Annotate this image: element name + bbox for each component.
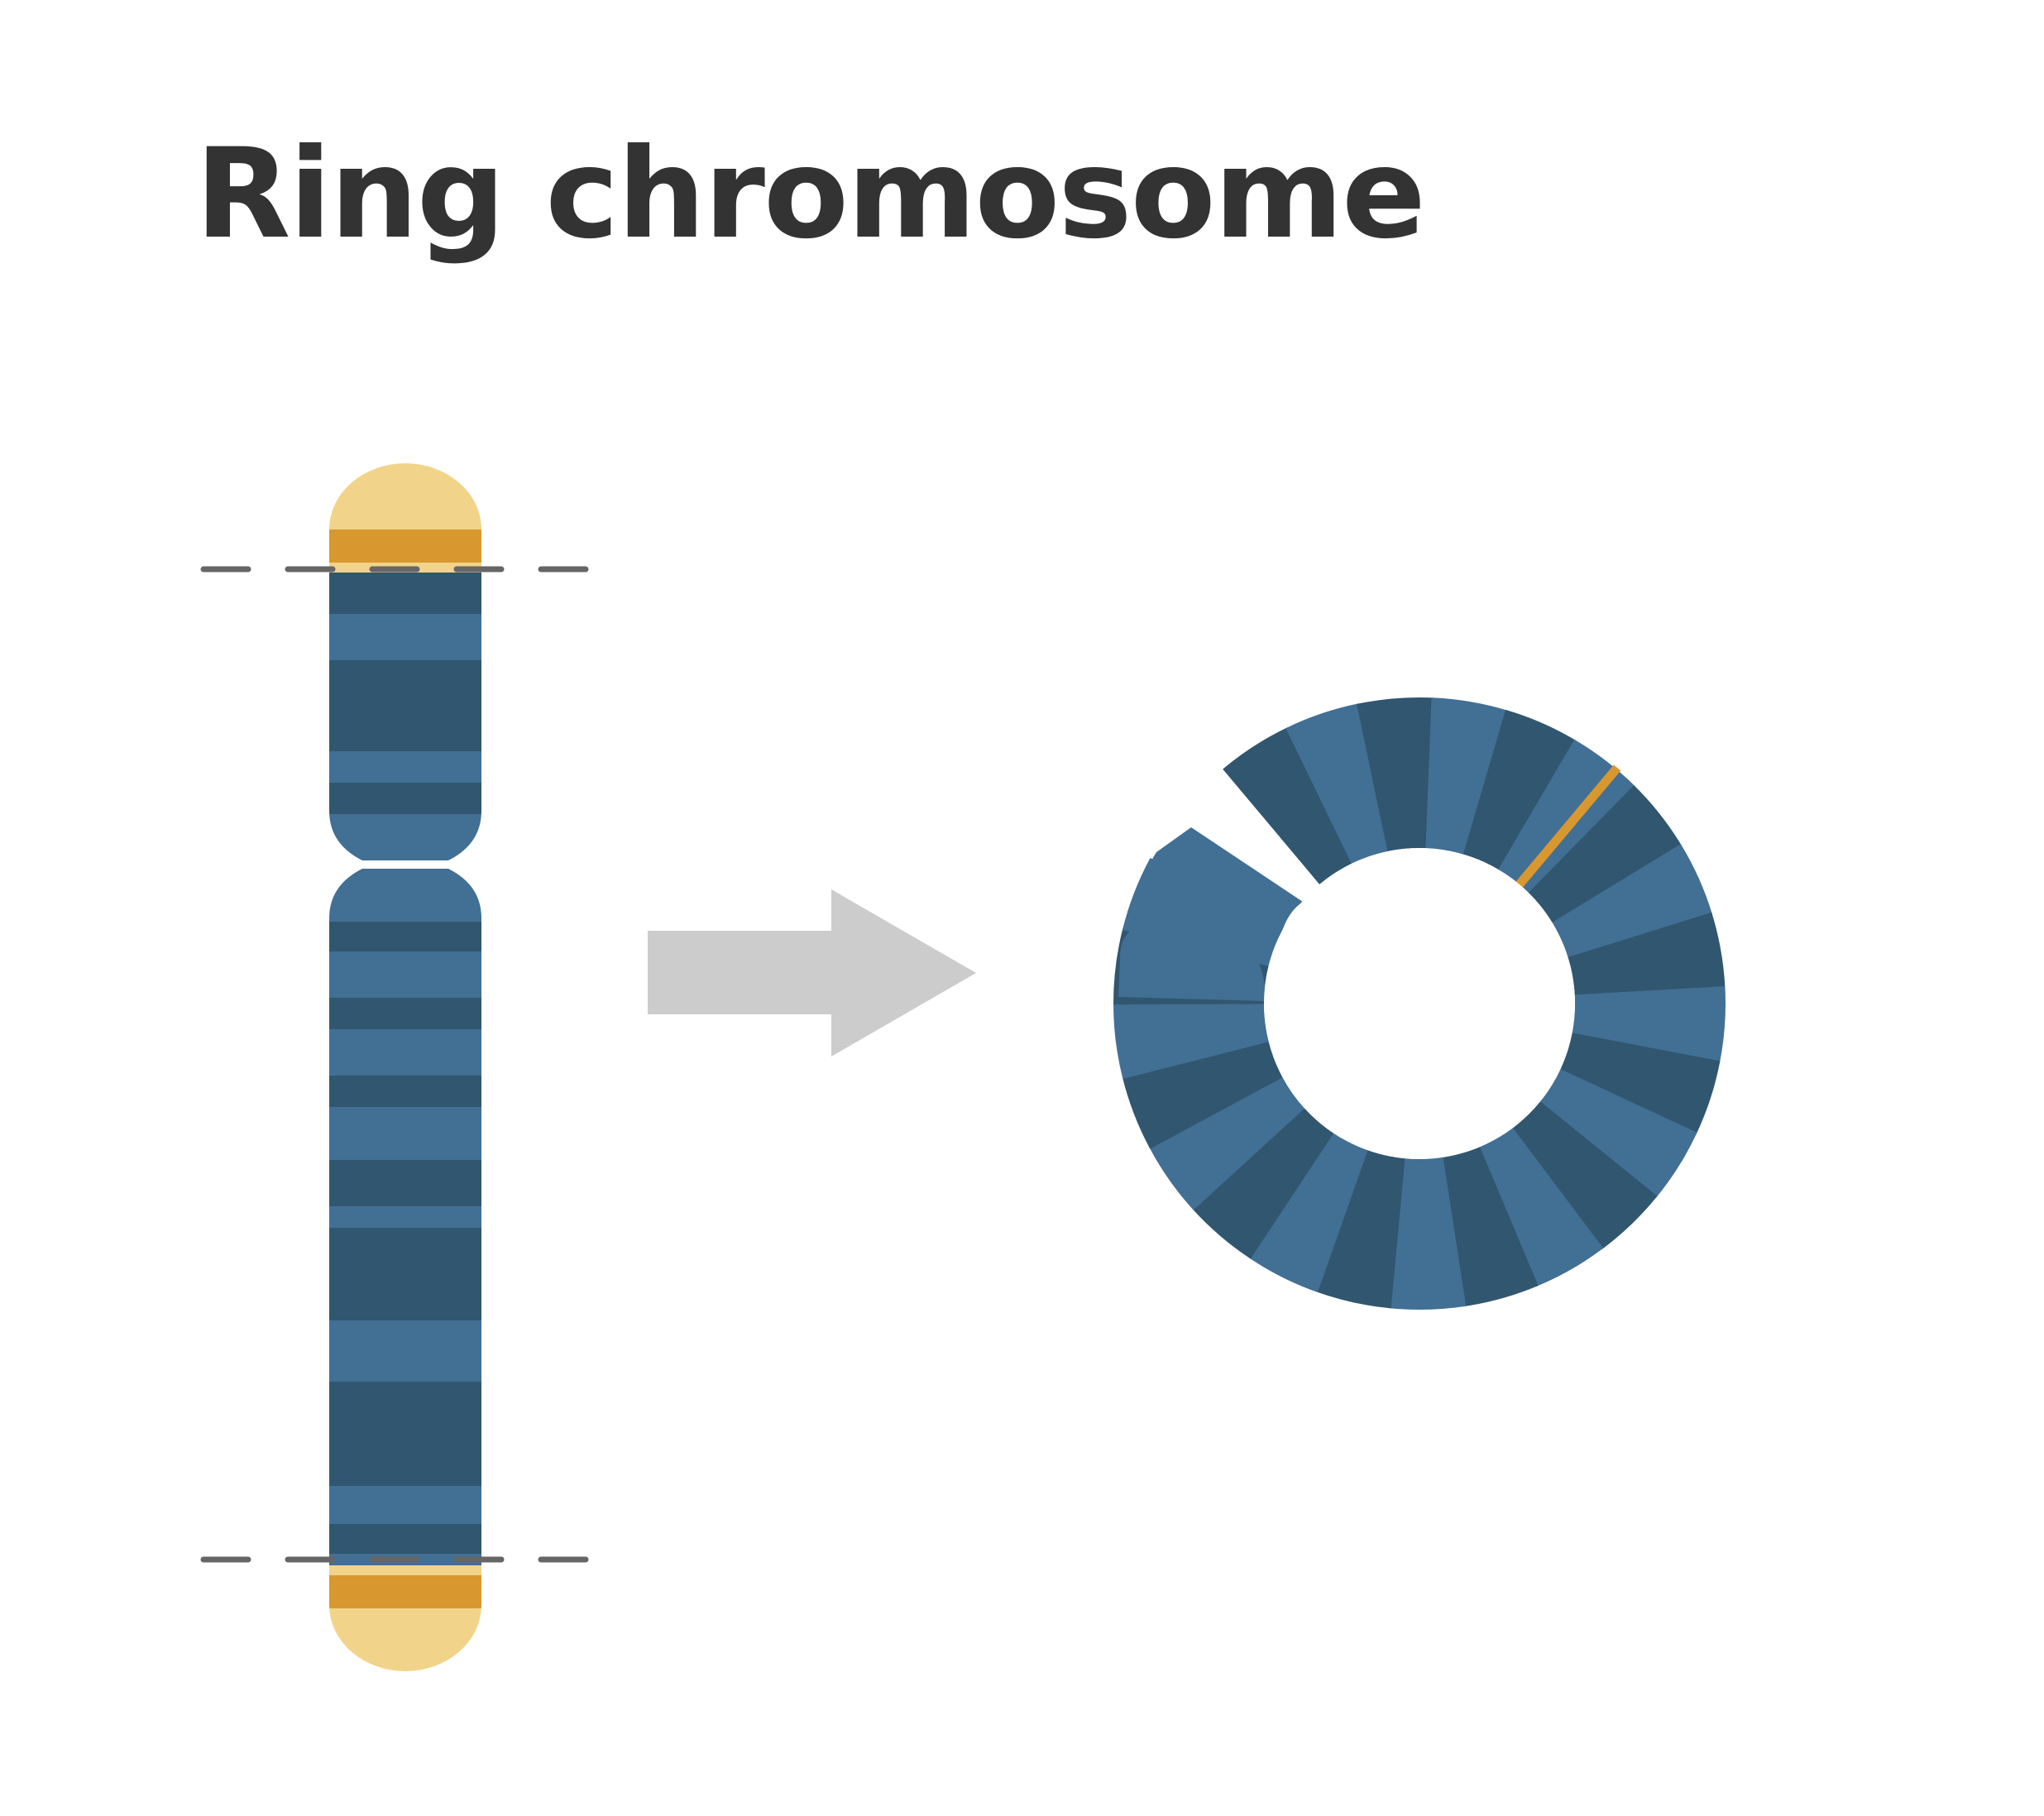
chromosome-band: [329, 951, 481, 998]
chromosome-band: [329, 660, 481, 751]
ring-band: [1462, 709, 1577, 870]
ring-center: [1264, 848, 1575, 1159]
top-break-band: [329, 529, 481, 563]
chromosome-band: [329, 998, 481, 1029]
chromosome-band: [329, 1382, 481, 1486]
ring-band: [1511, 1101, 1658, 1250]
ring-band: [1357, 697, 1434, 851]
ring-band: [1559, 1033, 1721, 1135]
ring-chromosome: [1113, 697, 1726, 1310]
bottom-telomere-tip: [329, 1608, 481, 1671]
chromosome-band: [329, 1107, 481, 1160]
chromosome-band: [329, 1206, 481, 1228]
chromosome-band: [329, 1486, 481, 1524]
ring-junction: [1118, 827, 1303, 1001]
bottom-pale-band: [329, 1565, 481, 1575]
ring-fusion-band: [1515, 764, 1621, 889]
ring-band: [1425, 697, 1508, 855]
ring-band: [1248, 1133, 1368, 1292]
linear-chromosome: [329, 463, 481, 1671]
chromosome-band: [329, 922, 481, 951]
chromosome-band: [329, 1320, 481, 1382]
chromosome-band: [329, 573, 481, 614]
chromosome-band: [329, 751, 481, 783]
ring-band: [1223, 727, 1352, 884]
diagram-title: Ring chromosome: [195, 122, 1426, 266]
chromosome-band: [329, 1160, 481, 1206]
chromosome-band: [329, 614, 481, 660]
ring-band: [1572, 986, 1726, 1064]
centromere-band: [329, 814, 481, 922]
ring-band: [1315, 1149, 1405, 1309]
ring-band: [1568, 912, 1726, 996]
right-arrow: [648, 889, 976, 1057]
chromosome-band: [329, 1524, 481, 1554]
chromosome-band: [329, 1228, 481, 1320]
ring-band: [1528, 785, 1683, 924]
ring-band: [1192, 1107, 1334, 1259]
top-telomere-tip: [329, 463, 481, 529]
ring-band: [1498, 739, 1636, 894]
ring-band: [1539, 1069, 1697, 1198]
ring-band: [1552, 844, 1712, 959]
chromosome-band: [329, 783, 481, 814]
ring-band: [1389, 1157, 1467, 1310]
ring-band: [1285, 703, 1389, 864]
chromosome-band: [329, 1076, 481, 1107]
ring-band: [1113, 1002, 1269, 1080]
bottom-break-band: [329, 1575, 481, 1608]
ring-band: [1478, 1128, 1604, 1287]
ring-band: [1149, 1076, 1305, 1210]
chromosome-band: [329, 1029, 481, 1076]
ring-band: [1442, 1147, 1539, 1307]
